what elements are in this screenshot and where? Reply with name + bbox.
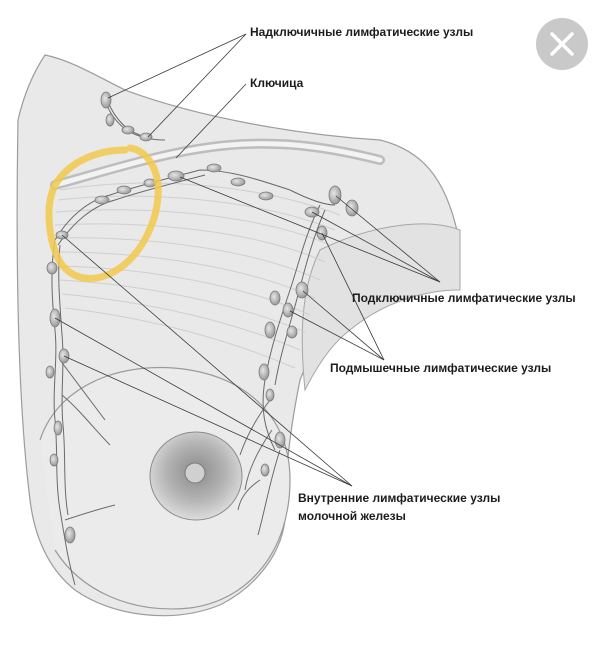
neck-shoulder bbox=[40, 0, 460, 245]
label-internal-mammary-nodes-line2: молочной железы bbox=[298, 509, 406, 523]
close-icon bbox=[550, 32, 574, 56]
label-clavicle: Ключица bbox=[250, 76, 304, 90]
highlight-circle bbox=[45, 144, 162, 282]
label-subclavian-nodes: Подключичные лимфатические узлы bbox=[352, 291, 576, 305]
label-axillary-nodes: Подмышечные лимфатические узлы bbox=[330, 361, 552, 375]
label-internal-mammary-nodes-line1: Внутренние лимфатические узлы bbox=[298, 491, 501, 505]
leader-lines bbox=[54, 33, 441, 487]
lymph-nodes bbox=[45, 91, 359, 544]
label-supraclavicular-nodes: Надключичные лимфатические узлы bbox=[250, 25, 474, 39]
nipple bbox=[184, 462, 206, 484]
close-button[interactable] bbox=[536, 18, 588, 70]
